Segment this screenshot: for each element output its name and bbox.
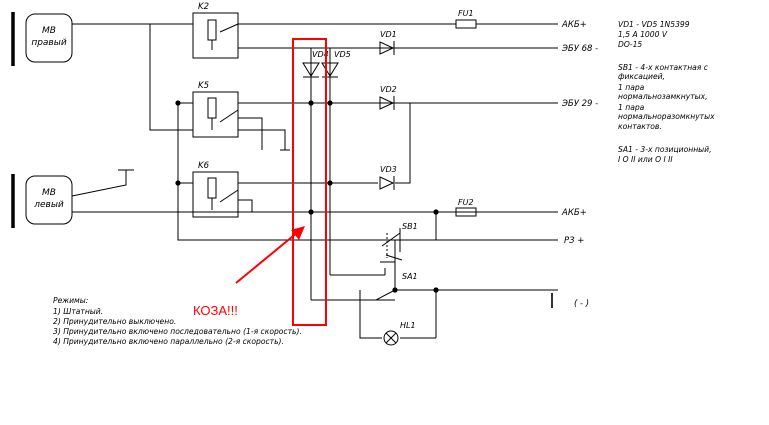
- terminal-ecu-29: ЭБУ 29 -: [561, 99, 598, 109]
- mode-item-4: 4) Принудительно включено параллельно (2…: [53, 337, 284, 346]
- note-sb1-4: нормальнозамкнутых,: [618, 92, 708, 101]
- diode-vd4-label: VD4: [312, 50, 329, 59]
- modes-title: Режимы:: [53, 296, 88, 305]
- red-annotation: КОЗА!!!: [193, 38, 327, 326]
- switch-sa1: SA1: [375, 268, 418, 301]
- switch-sb1: SB1: [380, 222, 418, 263]
- relay-k6-label: K6: [198, 161, 210, 171]
- diode-vd2: VD2: [379, 85, 397, 110]
- fuse-fu1-label: FU1: [458, 9, 474, 18]
- motor-left-label-1: МВ: [42, 188, 56, 198]
- annotation-arrow-head: [291, 226, 305, 240]
- wiring: [71, 23, 558, 339]
- terminal-ground: ( - ): [574, 299, 589, 309]
- terminal-akb-top: АКБ+: [561, 20, 587, 30]
- note-sa1-2: I O II или O I II: [618, 155, 673, 164]
- mode-item-1: 1) Штатный.: [53, 307, 103, 316]
- diode-vd4: VD4: [302, 50, 329, 78]
- relay-k2-label: K2: [198, 2, 209, 12]
- diode-vd2-label: VD2: [380, 85, 397, 94]
- annotation-arrow-shaft: [235, 231, 299, 284]
- fan-motor-right: МВ правый: [11, 12, 73, 66]
- relay-k5-label: K5: [198, 81, 209, 91]
- lamp-hl1: HL1: [383, 321, 416, 346]
- switch-sb1-label: SB1: [402, 222, 418, 231]
- mode-item-2: 2) Принудительно выключено.: [53, 317, 176, 326]
- fuse-fu2-label: FU2: [458, 198, 474, 207]
- highlight-box: [292, 38, 327, 326]
- fuse-fu1: FU1: [455, 9, 477, 29]
- note-sa1-1: SA1 - 3-х позиционный,: [618, 145, 712, 154]
- note-sb1-2: фиксацией,: [618, 72, 665, 81]
- motor-right-label-1: МВ: [42, 26, 56, 36]
- relay-k6: K6: [192, 161, 239, 218]
- relay-k2: K2: [192, 2, 239, 59]
- note-sb1-5: 1 пара: [618, 103, 645, 112]
- modes-legend: Режимы: 1) Штатный. 2) Принудительно вык…: [53, 296, 302, 346]
- motor-left-label-2: левый: [33, 200, 64, 210]
- mode-item-3: 3) Принудительно включено последовательн…: [53, 327, 302, 336]
- note-diodes-2: 1,5 A 1000 V: [618, 30, 668, 39]
- diode-vd3: VD3: [379, 165, 397, 190]
- note-sb1-1: SB1 - 4-х контактная с: [618, 63, 709, 72]
- note-sb1-3: 1 пара: [618, 83, 645, 92]
- note-sb1-7: контактов.: [618, 122, 662, 131]
- terminal-rz: РЗ +: [564, 236, 584, 246]
- lamp-hl1-label: HL1: [400, 321, 416, 330]
- note-diodes-3: DO-15: [618, 40, 642, 49]
- fuse-fu2: FU2: [455, 198, 477, 217]
- diode-vd3-label: VD3: [380, 165, 397, 174]
- note-sb1-6: нормальноразомкнутых: [618, 112, 715, 121]
- diode-vd1: VD1: [379, 30, 397, 55]
- fan-motor-left: МВ левый: [11, 174, 73, 228]
- annotation-text: КОЗА!!!: [193, 303, 238, 318]
- diode-vd1-label: VD1: [380, 30, 397, 39]
- terminal-labels: АКБ+ ЭБУ 68 - ЭБУ 29 - АКБ+ РЗ + ( - ): [561, 20, 598, 309]
- terminal-akb-mid: АКБ+: [561, 208, 587, 218]
- switch-sa1-label: SA1: [402, 272, 418, 281]
- terminal-ecu-68: ЭБУ 68 -: [561, 44, 598, 54]
- junctions: [175, 100, 439, 293]
- diode-vd5-label: VD5: [334, 50, 351, 59]
- relay-k5: K5: [192, 81, 239, 138]
- note-diodes-1: VD1 - VD5 1N5399: [618, 20, 690, 29]
- motor-right-label-2: правый: [31, 38, 67, 48]
- spec-notes: VD1 - VD5 1N5399 1,5 A 1000 V DO-15 SB1 …: [618, 20, 715, 164]
